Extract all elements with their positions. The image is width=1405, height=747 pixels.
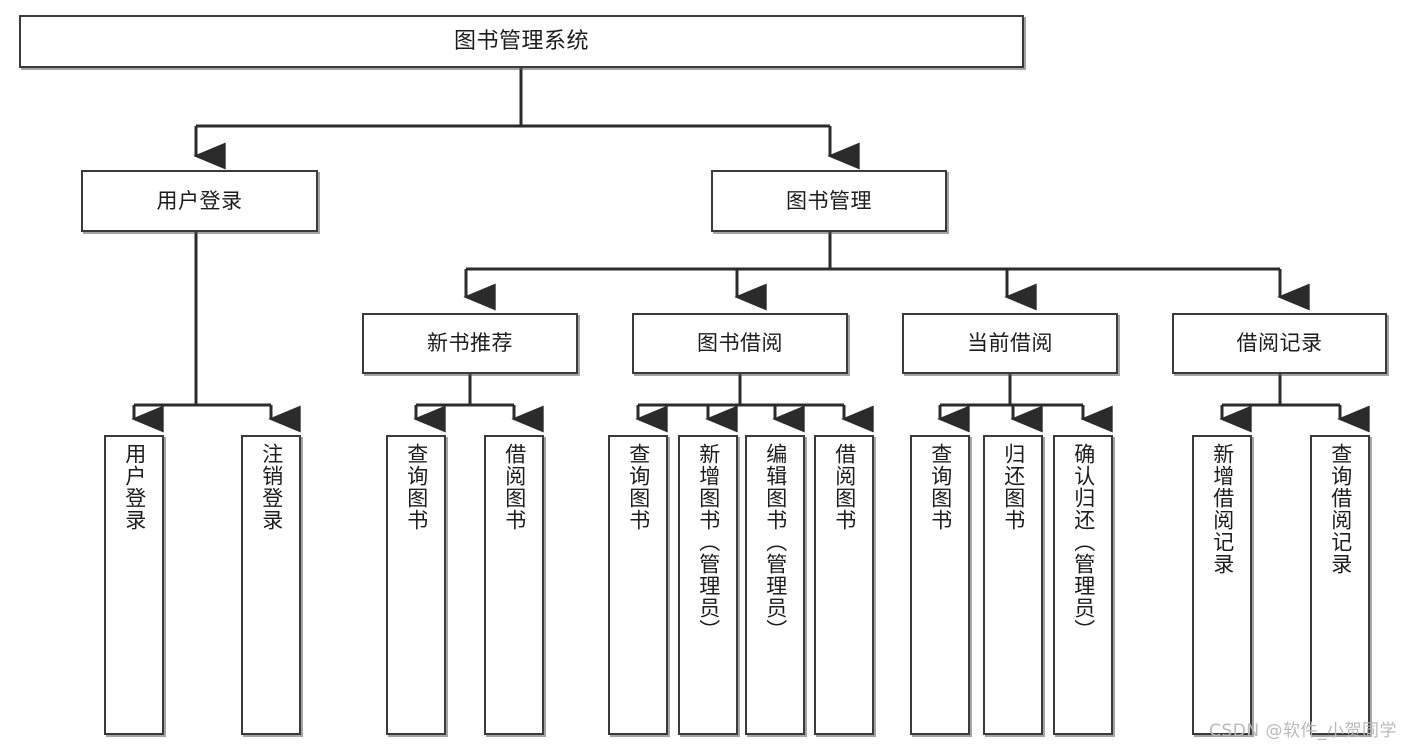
node-label: 图书管理 (786, 188, 872, 213)
node-borrow-record[interactable]: 借阅记录 (1172, 313, 1387, 374)
leaf-query-borrow-record[interactable]: 查询借阅记录 (1310, 435, 1370, 735)
leaf-edit-book-admin[interactable]: 编辑图书（管理员） (745, 435, 805, 735)
node-new-book-recommend[interactable]: 新书推荐 (362, 313, 578, 374)
leaf-query-book-newbook[interactable]: 查询图书 (386, 435, 446, 735)
node-label: 注销登录 (259, 443, 284, 531)
node-label: 借阅图书 (502, 443, 527, 531)
leaf-user-login[interactable]: 用户登录 (104, 435, 164, 735)
node-label: 查询借阅记录 (1328, 443, 1353, 575)
node-label: 借阅图书 (832, 443, 857, 531)
node-label: 新增图书（管理员） (696, 443, 721, 641)
node-label: 归还图书 (1001, 443, 1026, 531)
node-label: 查询图书 (404, 443, 429, 531)
node-label: 新书推荐 (427, 331, 513, 356)
watermark: CSDN @软件_小贺同学 (1209, 721, 1397, 741)
node-label: 用户登录 (122, 443, 147, 531)
node-current-borrow[interactable]: 当前借阅 (902, 313, 1118, 374)
node-label: 查询图书 (928, 443, 953, 531)
leaf-add-book-admin[interactable]: 新增图书（管理员） (678, 435, 738, 735)
node-label: 图书管理系统 (453, 28, 589, 54)
leaf-borrow-book-newbook[interactable]: 借阅图书 (484, 435, 544, 735)
leaf-confirm-return-admin[interactable]: 确认归还（管理员） (1053, 435, 1113, 735)
leaf-add-borrow-record[interactable]: 新增借阅记录 (1192, 435, 1252, 735)
node-label: 用户登录 (156, 188, 243, 213)
node-label: 新增借阅记录 (1210, 443, 1235, 575)
node-user-login[interactable]: 用户登录 (81, 170, 318, 232)
node-book-borrow[interactable]: 图书借阅 (632, 313, 848, 374)
node-label: 当前借阅 (967, 331, 1053, 356)
leaf-return-book[interactable]: 归还图书 (983, 435, 1043, 735)
node-label: 确认归还（管理员） (1071, 443, 1096, 641)
leaf-logout[interactable]: 注销登录 (241, 435, 301, 735)
node-label: 图书借阅 (697, 331, 783, 356)
leaf-query-book-borrow[interactable]: 查询图书 (608, 435, 668, 735)
node-book-management[interactable]: 图书管理 (711, 170, 947, 232)
leaf-query-book-current[interactable]: 查询图书 (910, 435, 970, 735)
node-book-management-system[interactable]: 图书管理系统 (19, 15, 1024, 68)
node-label: 编辑图书（管理员） (763, 443, 788, 641)
node-label: 查询图书 (626, 443, 651, 531)
leaf-borrow-book[interactable]: 借阅图书 (814, 435, 874, 735)
node-label: 借阅记录 (1236, 331, 1323, 356)
